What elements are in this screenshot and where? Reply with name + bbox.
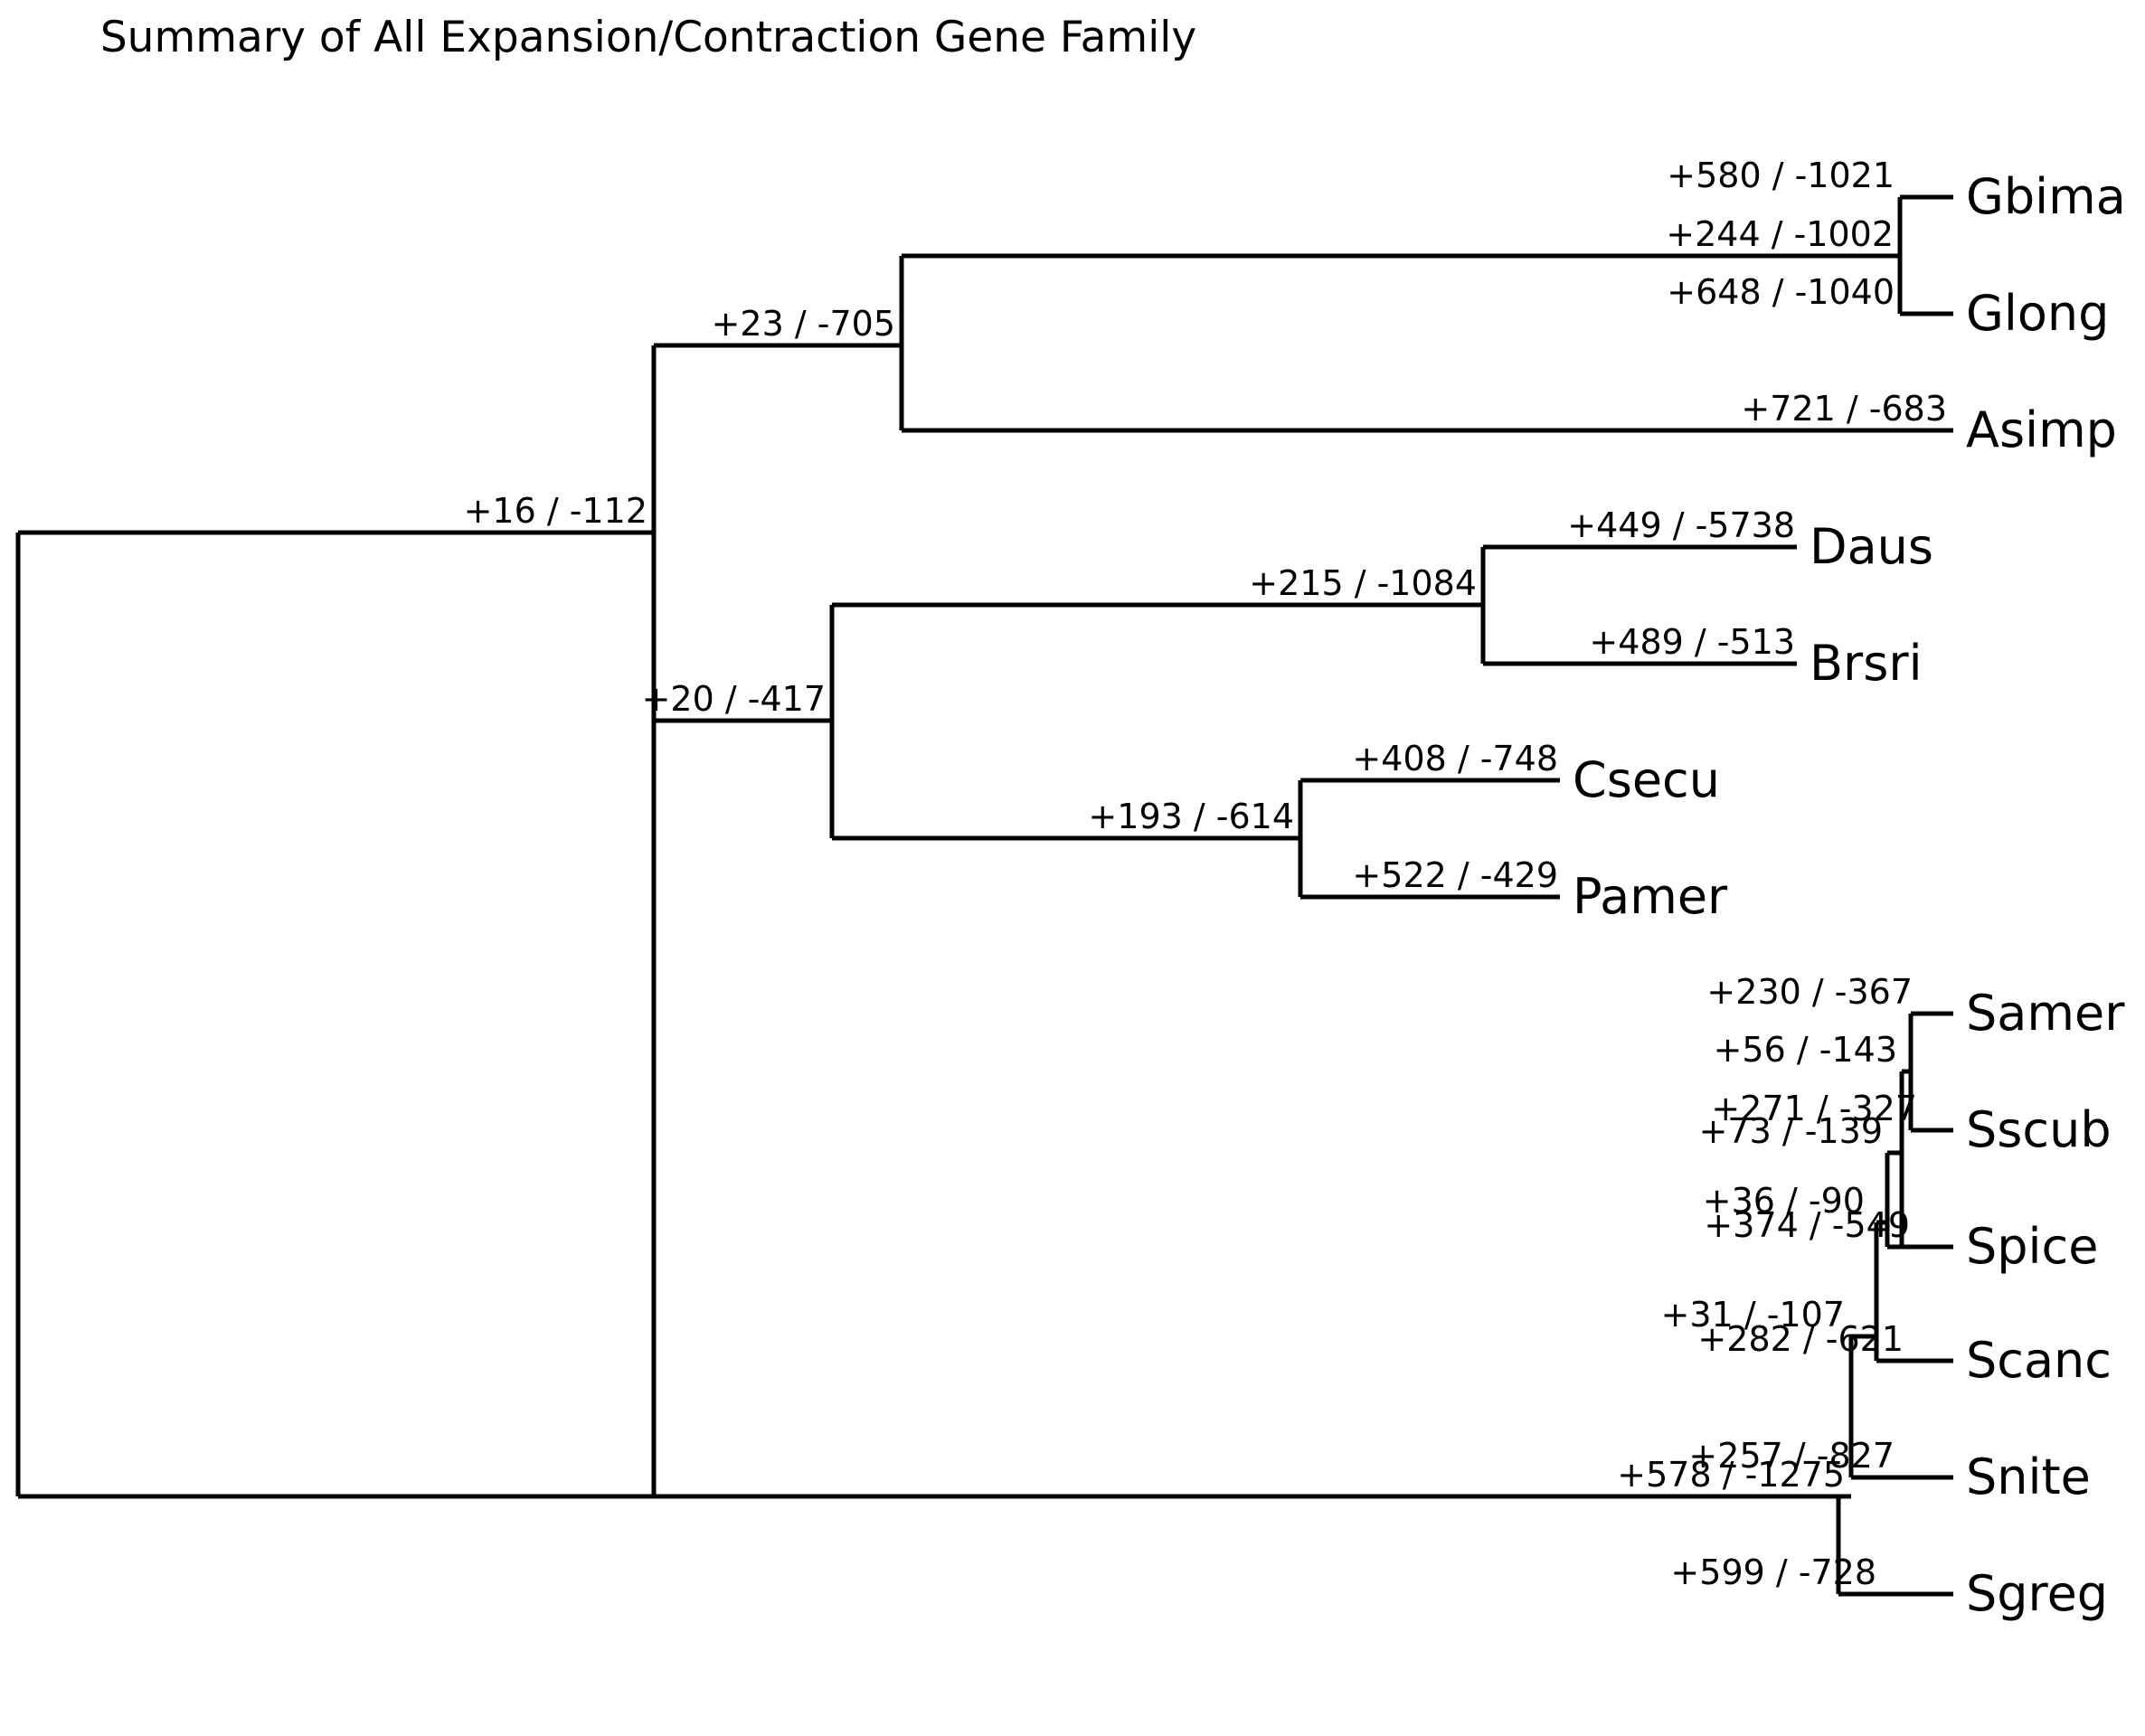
label-layer: +16 / -112 +23 / -705 +244 / -1002 +20 / -4… [464, 156, 2126, 1622]
branch-label-n-root-main: +16 / -112 [464, 491, 647, 531]
branch-label-n-gbima-glong-asimp: +23 / -705 [712, 304, 895, 344]
branch-label-tip-scanc: +282 / -621 [1697, 1319, 1904, 1359]
tip-label-sscub: Sscub [1966, 1101, 2112, 1158]
branch-label-n-scanc-clade: +31 / -107 [1661, 1295, 1845, 1335]
tip-label-gbima: Gbima [1966, 168, 2126, 225]
branch-label-n-spice-clade: +36 / -90 [1703, 1181, 1865, 1221]
page-title: Summary of All Expansion/Contraction Gen… [99, 13, 1197, 62]
tip-label-csecu: Csecu [1573, 751, 1720, 808]
branch-label-n-samer-sscub-spice: +73 / -139 [1699, 1111, 1883, 1151]
branch-label-tip-gbima: +580 / -1021 [1667, 156, 1895, 195]
branch-layer [15, 194, 1953, 1597]
tip-label-samer: Samer [1966, 985, 2125, 1042]
branch-label-n-daus-brsri-csecu-pamer: +20 / -417 [642, 679, 826, 719]
branch-label-n-snite-clade: +578 / -1275 [1617, 1455, 1845, 1495]
tip-label-glong: Glong [1966, 285, 2109, 342]
tip-label-pamer: Pamer [1573, 868, 1728, 925]
tip-label-daus: Daus [1810, 518, 1933, 575]
branch-label-tip-daus: +449 / -5738 [1567, 505, 1795, 545]
branch-label-tip-glong: +648 / -1040 [1667, 272, 1895, 312]
branch-label-tip-asimp: +721 / -683 [1741, 389, 1947, 429]
branch-label-n-csecu-pamer: +193 / -614 [1088, 797, 1294, 836]
branch-label-tip-csecu: +408 / -748 [1352, 739, 1558, 778]
tip-label-asimp: Asimp [1966, 401, 2117, 458]
tip-label-snite: Snite [1966, 1448, 2091, 1505]
branch-label-tip-snite: +257 / -827 [1688, 1436, 1895, 1476]
branch-label-tip-spice: +374 / -549 [1704, 1205, 1910, 1245]
branch-label-n-gbima-glong: +244 / -1002 [1666, 214, 1894, 254]
branch-label-n-samer-sscub: +56 / -143 [1714, 1030, 1897, 1070]
branch-label-tip-samer: +230 / -367 [1706, 972, 1913, 1012]
branch-label-tip-pamer: +522 / -429 [1352, 855, 1558, 895]
branch-label-tip-brsri: +489 / -513 [1589, 622, 1795, 662]
tip-label-scanc: Scanc [1966, 1332, 2112, 1389]
branch-label-tip-sgreg: +599 / -728 [1670, 1552, 1876, 1592]
tip-label-spice: Spice [1966, 1218, 2098, 1275]
tip-label-brsri: Brsri [1810, 635, 1923, 692]
branch-label-n-daus-brsri: +215 / -1084 [1249, 563, 1477, 603]
tip-label-sgreg: Sgreg [1966, 1565, 2108, 1622]
branch-label-tip-sscub: +271 / -327 [1711, 1089, 1917, 1128]
